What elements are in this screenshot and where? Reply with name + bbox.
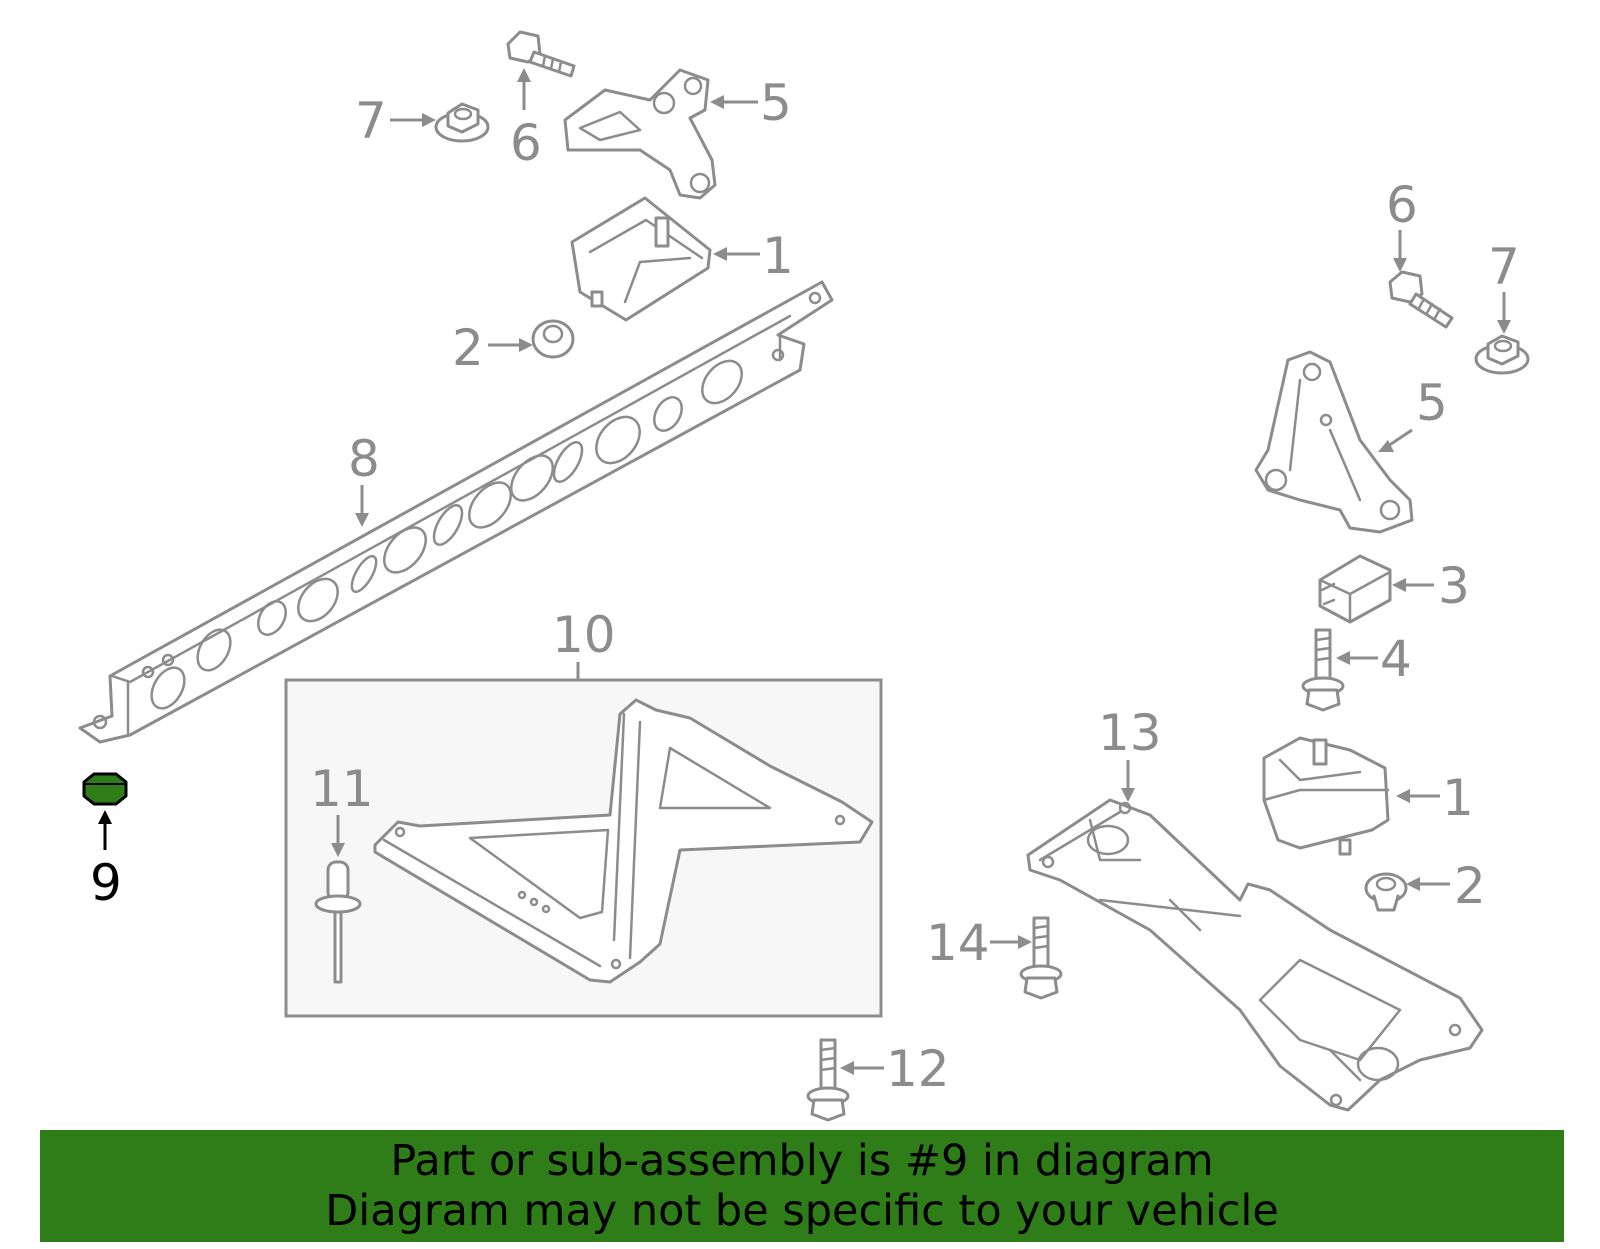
callout-6-top: 6 — [510, 68, 542, 172]
part-10-plate[interactable] — [373, 698, 874, 984]
part-7-nut-left[interactable] — [434, 102, 490, 143]
svg-text:1: 1 — [762, 227, 794, 285]
part-5-bracket-top[interactable] — [563, 68, 717, 200]
callout-7-left: 7 — [355, 92, 436, 150]
svg-text:5: 5 — [1416, 374, 1448, 432]
svg-text:6: 6 — [510, 114, 542, 172]
callout-5-top: 5 — [710, 74, 792, 132]
banner-line-1: Part or sub-assembly is #9 in diagram — [390, 1136, 1214, 1186]
svg-text:6: 6 — [1386, 176, 1418, 234]
svg-text:2: 2 — [1454, 857, 1486, 915]
part-2-nut-upper[interactable] — [531, 319, 575, 359]
callout-2-upper: 2 — [452, 319, 533, 377]
callout-4: 4 — [1336, 630, 1412, 688]
callout-12: 12 — [840, 1040, 950, 1098]
part-3-insulator[interactable] — [1318, 554, 1392, 624]
svg-text:9: 9 — [90, 854, 122, 912]
callout-9: 9 — [90, 810, 122, 912]
svg-text:2: 2 — [452, 319, 484, 377]
part-2-nut-lower[interactable] — [1364, 872, 1408, 912]
svg-text:7: 7 — [1488, 238, 1520, 296]
callout-11: 11 — [310, 760, 374, 857]
callout-1-lower: 1 — [1396, 769, 1474, 827]
part-7-nut-right[interactable] — [1474, 334, 1530, 375]
part-11-rivet[interactable] — [314, 860, 362, 984]
part-4-bolt[interactable] — [1301, 628, 1345, 712]
callout-1-upper: 1 — [713, 227, 794, 285]
svg-text:4: 4 — [1380, 630, 1412, 688]
part-14-bolt[interactable] — [1019, 916, 1063, 1000]
svg-text:13: 13 — [1098, 704, 1162, 762]
info-banner: Part or sub-assembly is #9 in diagram Di… — [40, 1130, 1564, 1242]
part-12-bolt[interactable] — [806, 1038, 850, 1122]
callout-6-right: 6 — [1386, 176, 1418, 272]
part-8-crossmember[interactable] — [78, 280, 834, 744]
part-13-crossmember-rear[interactable] — [1026, 798, 1484, 1112]
callout-14: 14 — [926, 914, 1032, 972]
part-1-mount-lower[interactable] — [1262, 736, 1390, 856]
callout-13: 13 — [1098, 704, 1162, 802]
callout-7-right: 7 — [1488, 238, 1520, 334]
callout-2-lower: 2 — [1406, 857, 1486, 915]
part-5-bracket-right[interactable] — [1254, 350, 1414, 534]
svg-text:14: 14 — [926, 914, 990, 972]
callout-5-right: 5 — [1378, 374, 1448, 452]
part-6-bolt-top[interactable] — [506, 30, 576, 78]
callout-10: 10 — [552, 606, 616, 680]
svg-text:12: 12 — [886, 1040, 950, 1098]
svg-text:7: 7 — [355, 92, 387, 150]
banner-line-2: Diagram may not be specific to your vehi… — [325, 1186, 1279, 1236]
svg-text:3: 3 — [1438, 557, 1470, 615]
part-6-bolt-right[interactable] — [1388, 270, 1454, 329]
svg-text:10: 10 — [552, 606, 616, 664]
svg-text:8: 8 — [348, 430, 380, 488]
svg-text:1: 1 — [1442, 769, 1474, 827]
svg-text:5: 5 — [760, 74, 792, 132]
callout-8: 8 — [348, 430, 380, 527]
callout-3: 3 — [1392, 557, 1470, 615]
svg-text:11: 11 — [310, 760, 374, 818]
part-1-mount-upper[interactable] — [570, 196, 712, 322]
part-9-nut-highlighted[interactable] — [82, 772, 128, 806]
